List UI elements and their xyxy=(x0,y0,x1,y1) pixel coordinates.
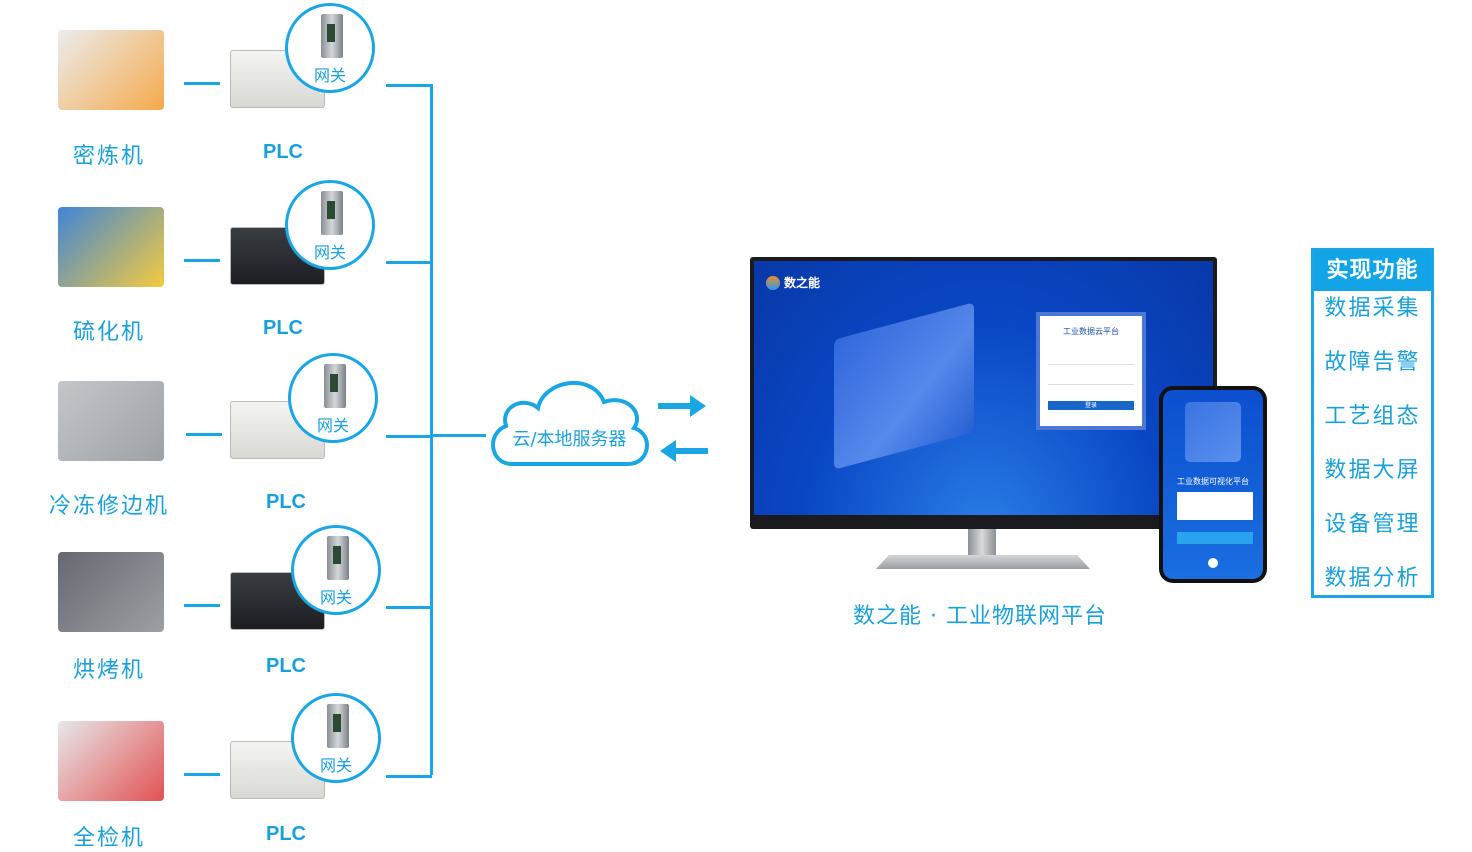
function-item: 设备管理 xyxy=(1324,512,1421,537)
gateway-label: 网关 xyxy=(319,756,352,775)
machine-label: 全检机 xyxy=(72,826,145,851)
machine-plc-line xyxy=(184,773,220,776)
machine-plc-line xyxy=(184,259,220,262)
gateway-badge: 网关 xyxy=(288,353,378,443)
cloud-icon xyxy=(491,380,649,466)
machine-plc-line xyxy=(184,604,220,607)
function-item: 故障告警 xyxy=(1324,350,1421,375)
machine-image xyxy=(58,207,164,287)
plc-bus-line xyxy=(386,775,432,778)
machine-label: 硫化机 xyxy=(72,320,145,345)
plc-bus-line xyxy=(386,606,432,609)
login-title: 工业数据云平台 xyxy=(1063,327,1119,336)
bus-line xyxy=(430,84,433,775)
username-field[interactable] xyxy=(1048,353,1134,365)
gateway-label: 网关 xyxy=(316,416,349,435)
plc-bus-line xyxy=(386,435,432,438)
phone-login-button[interactable] xyxy=(1177,532,1253,544)
illustration xyxy=(834,302,974,470)
function-item: 数据分析 xyxy=(1324,566,1421,591)
arrow-right-icon xyxy=(658,395,706,417)
login-card: 工业数据云平台 登录 xyxy=(1036,312,1146,430)
machine-plc-line xyxy=(186,433,222,436)
machine-label: 冷冻修边机 xyxy=(48,494,169,519)
machine-image xyxy=(58,552,164,632)
function-item: 工艺组态 xyxy=(1324,404,1421,429)
functions-title: 实现功能 xyxy=(1314,251,1431,291)
plc-bus-line xyxy=(386,84,432,87)
function-item: 数据采集 xyxy=(1324,296,1421,321)
machine-label: 密炼机 xyxy=(72,144,145,169)
plc-label: PLC xyxy=(263,317,303,339)
arrow-left-icon xyxy=(660,440,708,462)
plc-bus-line xyxy=(386,261,432,264)
phone-login-form xyxy=(1177,492,1253,520)
gateway-device-icon xyxy=(327,536,349,580)
machine-image xyxy=(58,381,164,461)
phone-title: 工业数据可视化平台 xyxy=(1177,477,1249,486)
machine-plc-line xyxy=(184,82,220,85)
login-button[interactable]: 登录 xyxy=(1048,401,1134,410)
gateway-badge: 网关 xyxy=(285,180,375,270)
logo-icon xyxy=(766,276,780,290)
gateway-device-icon xyxy=(327,704,349,748)
user-icon xyxy=(1208,558,1218,568)
gateway-device-icon xyxy=(324,364,346,408)
platform-caption: 数之能 · 工业物联网平台 xyxy=(853,604,1107,629)
monitor-neck xyxy=(968,529,996,557)
gateway-label: 网关 xyxy=(313,66,346,85)
gateway-label: 网关 xyxy=(319,588,352,607)
plc-label: PLC xyxy=(266,491,306,513)
phone: 工业数据可视化平台 xyxy=(1159,386,1267,583)
monitor: 数之能 工业数据云平台 登录 xyxy=(750,257,1217,529)
gateway-device-icon xyxy=(321,14,343,58)
gateway-badge: 网关 xyxy=(291,693,381,783)
phone-screen: 工业数据可视化平台 xyxy=(1163,390,1263,579)
gateway-device-icon xyxy=(321,191,343,235)
functions-panel: 实现功能 数据采集故障告警工艺组态数据大屏设备管理数据分析 xyxy=(1311,248,1434,598)
monitor-logo: 数之能 xyxy=(784,276,821,290)
plc-label: PLC xyxy=(266,823,306,845)
phone-illustration xyxy=(1185,402,1241,462)
plc-label: PLC xyxy=(263,141,303,163)
plc-label: PLC xyxy=(266,655,306,677)
machine-image xyxy=(58,30,164,110)
function-item: 数据大屏 xyxy=(1324,458,1421,483)
gateway-badge: 网关 xyxy=(285,3,375,93)
gateway-badge: 网关 xyxy=(291,525,381,615)
password-field[interactable] xyxy=(1048,373,1134,385)
cloud-label: 云/本地服务器 xyxy=(512,429,627,450)
machine-label: 烘烤机 xyxy=(72,658,145,683)
machine-image xyxy=(58,721,164,801)
gateway-label: 网关 xyxy=(313,243,346,262)
monitor-base xyxy=(876,555,1090,569)
bus-to-cloud-line xyxy=(430,434,486,437)
monitor-screen: 数之能 工业数据云平台 登录 xyxy=(754,261,1213,515)
